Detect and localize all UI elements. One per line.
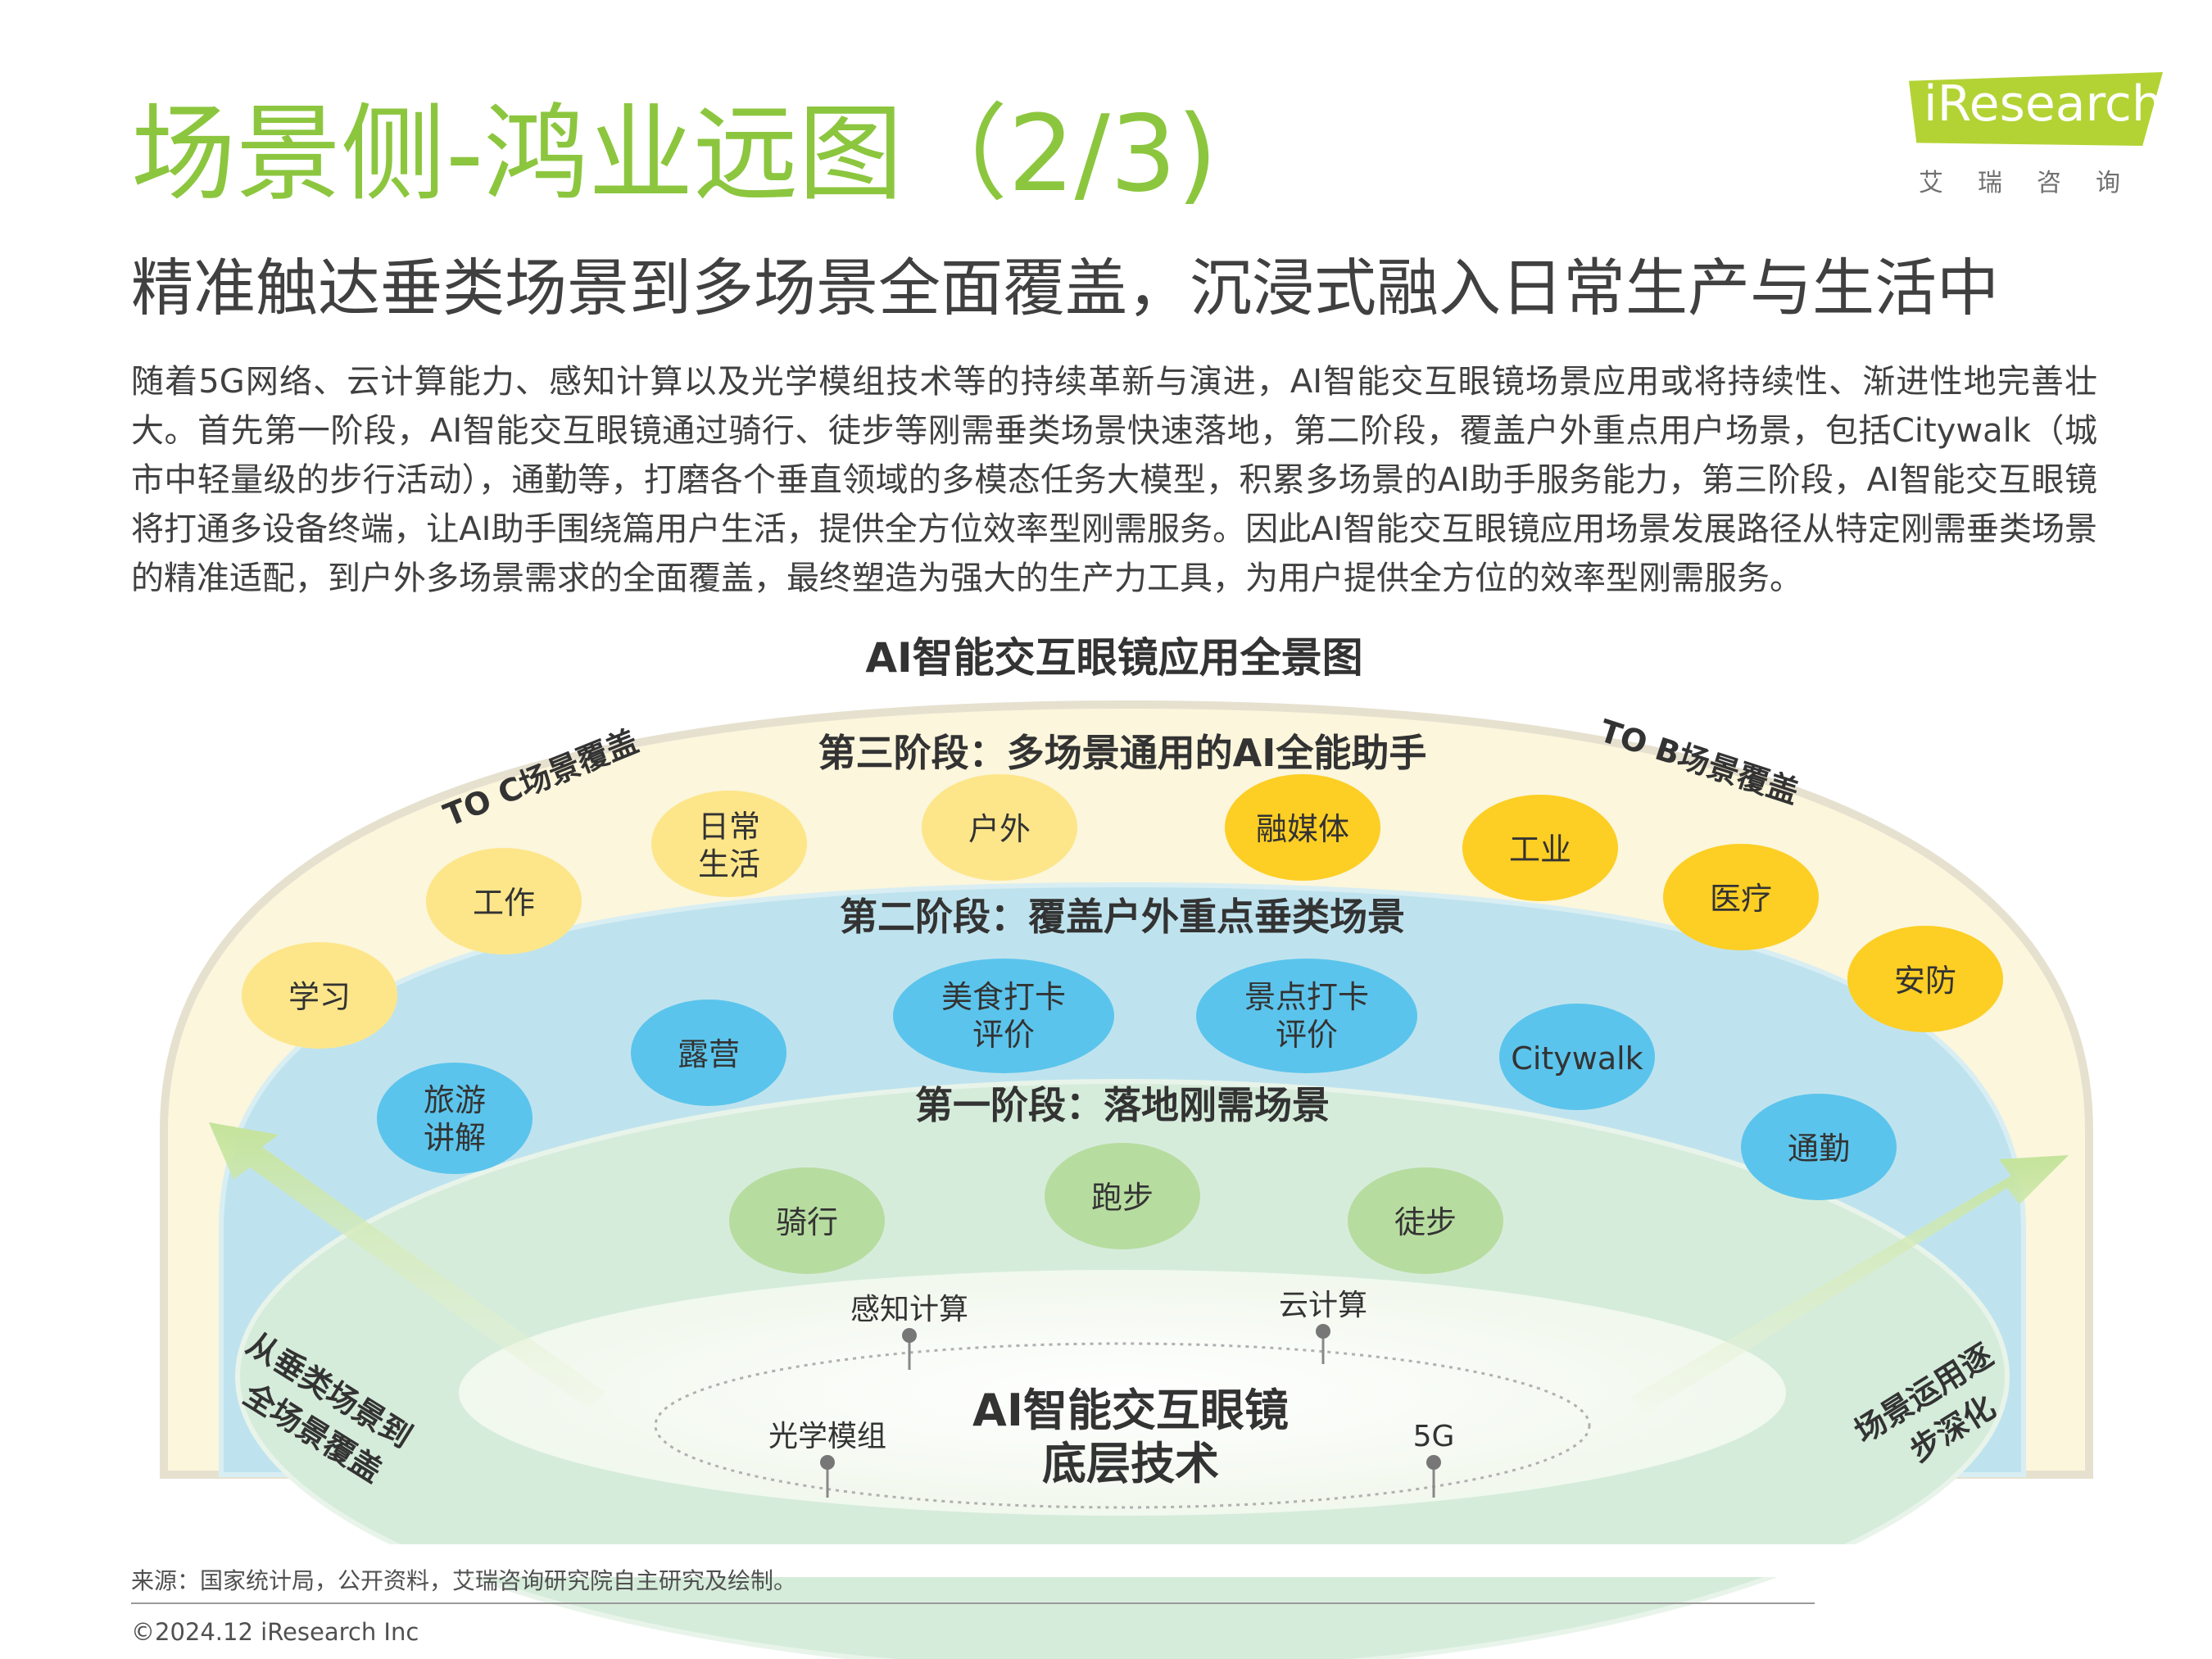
svg-text:跑步: 跑步 [1091,1180,1154,1216]
stage3-label: 第三阶段：多场景通用的AI全能助手 [818,731,1427,775]
stage1-bubbles: 骑行 跑步 徒步 [729,1143,1503,1274]
svg-text:感知计算: 感知计算 [850,1293,968,1326]
svg-text:日常: 日常 [698,809,760,845]
pin-5g: 5G [1413,1420,1455,1498]
left-arrow [209,1122,606,1413]
bubble-security: 安防 [1847,926,2003,1032]
bubble-cycling: 骑行 [729,1167,885,1274]
bubble-study: 学习 [242,942,397,1049]
svg-text:云计算: 云计算 [1279,1289,1367,1322]
bubble-hiking: 徒步 [1348,1167,1503,1274]
core-band [459,1270,1786,1516]
svg-text:景点打卡: 景点打卡 [1244,979,1369,1015]
svg-text:工业: 工业 [1509,832,1571,868]
page-subtitle: 精准触达垂类场景到多场景全面覆盖，沉浸式融入日常生产与生活中 [131,252,1999,324]
svg-text:评价: 评价 [972,1017,1035,1053]
svg-text:医疗: 医疗 [1710,881,1772,917]
svg-text:工作: 工作 [473,885,535,921]
logo-text: iResearch [1924,75,2163,133]
pin-cloud-computing: 云计算 [1279,1289,1367,1364]
svg-text:美食打卡: 美食打卡 [941,979,1066,1015]
footer-divider [131,1602,1815,1604]
svg-text:安防: 安防 [1894,963,1956,999]
svg-text:学习: 学习 [288,979,351,1015]
logo-subtext: 艾瑞咨询 [1919,169,2155,197]
bubble-commute: 通勤 [1741,1094,1897,1200]
bubble-running: 跑步 [1045,1143,1200,1249]
bubble-camping: 露营 [631,999,786,1106]
body-paragraph: 随着5G网络、云计算能力、感知计算以及光学模组技术等的持续革新与演进，AI智能交… [131,363,2097,597]
tech-pins: 感知计算 云计算 光学模组 5G [768,1289,1454,1498]
copyright: ©2024.12 iResearch Inc [131,1618,419,1646]
diagram-title: AI智能交互眼镜应用全景图 [865,634,1362,682]
svg-text:户外: 户外 [968,811,1031,847]
svg-text:徒步: 徒步 [1394,1204,1457,1240]
stage1-label: 第一阶段：落地刚需场景 [915,1083,1330,1127]
pin-optical-module: 光学模组 [768,1420,886,1498]
svg-text:Citywalk: Citywalk [1511,1040,1643,1077]
bubble-work: 工作 [426,848,582,954]
core-ellipse [654,1342,1591,1509]
bubble-medical: 医疗 [1663,844,1819,950]
svg-text:评价: 评价 [1276,1017,1338,1053]
page-title: 场景侧-鸿业远图（2/3) [131,93,1218,215]
logo-mark [1909,72,2163,146]
source-note: 来源：国家统计局，公开资料，艾瑞咨询研究院自主研究及绘制。 [131,1567,797,1594]
stage2-label: 第二阶段：覆盖户外重点垂类场景 [840,895,1405,939]
bubble-outdoor: 户外 [922,774,1077,881]
right-arrow [1630,1155,2069,1413]
bubble-media: 融媒体 [1225,774,1380,881]
svg-text:露营: 露营 [678,1036,740,1072]
svg-text:骑行: 骑行 [776,1204,838,1240]
bubble-citywalk: Citywalk [1499,1004,1655,1110]
svg-text:5G: 5G [1413,1420,1455,1453]
iresearch-logo: iResearch 艾瑞咨询 [1909,72,2163,197]
svg-text:融媒体: 融媒体 [1256,811,1349,847]
svg-text:讲解: 讲解 [424,1120,486,1156]
pin-perception-computing: 感知计算 [850,1293,968,1370]
svg-text:光学模组: 光学模组 [768,1420,886,1453]
core-label-line2: 底层技术 [1042,1438,1219,1489]
bubble-industry: 工业 [1462,795,1618,901]
core-label-line1: AI智能交互眼镜 [972,1385,1289,1436]
svg-text:生活: 生活 [698,846,760,882]
svg-text:旅游: 旅游 [424,1082,486,1118]
svg-text:通勤: 通勤 [1788,1131,1850,1167]
